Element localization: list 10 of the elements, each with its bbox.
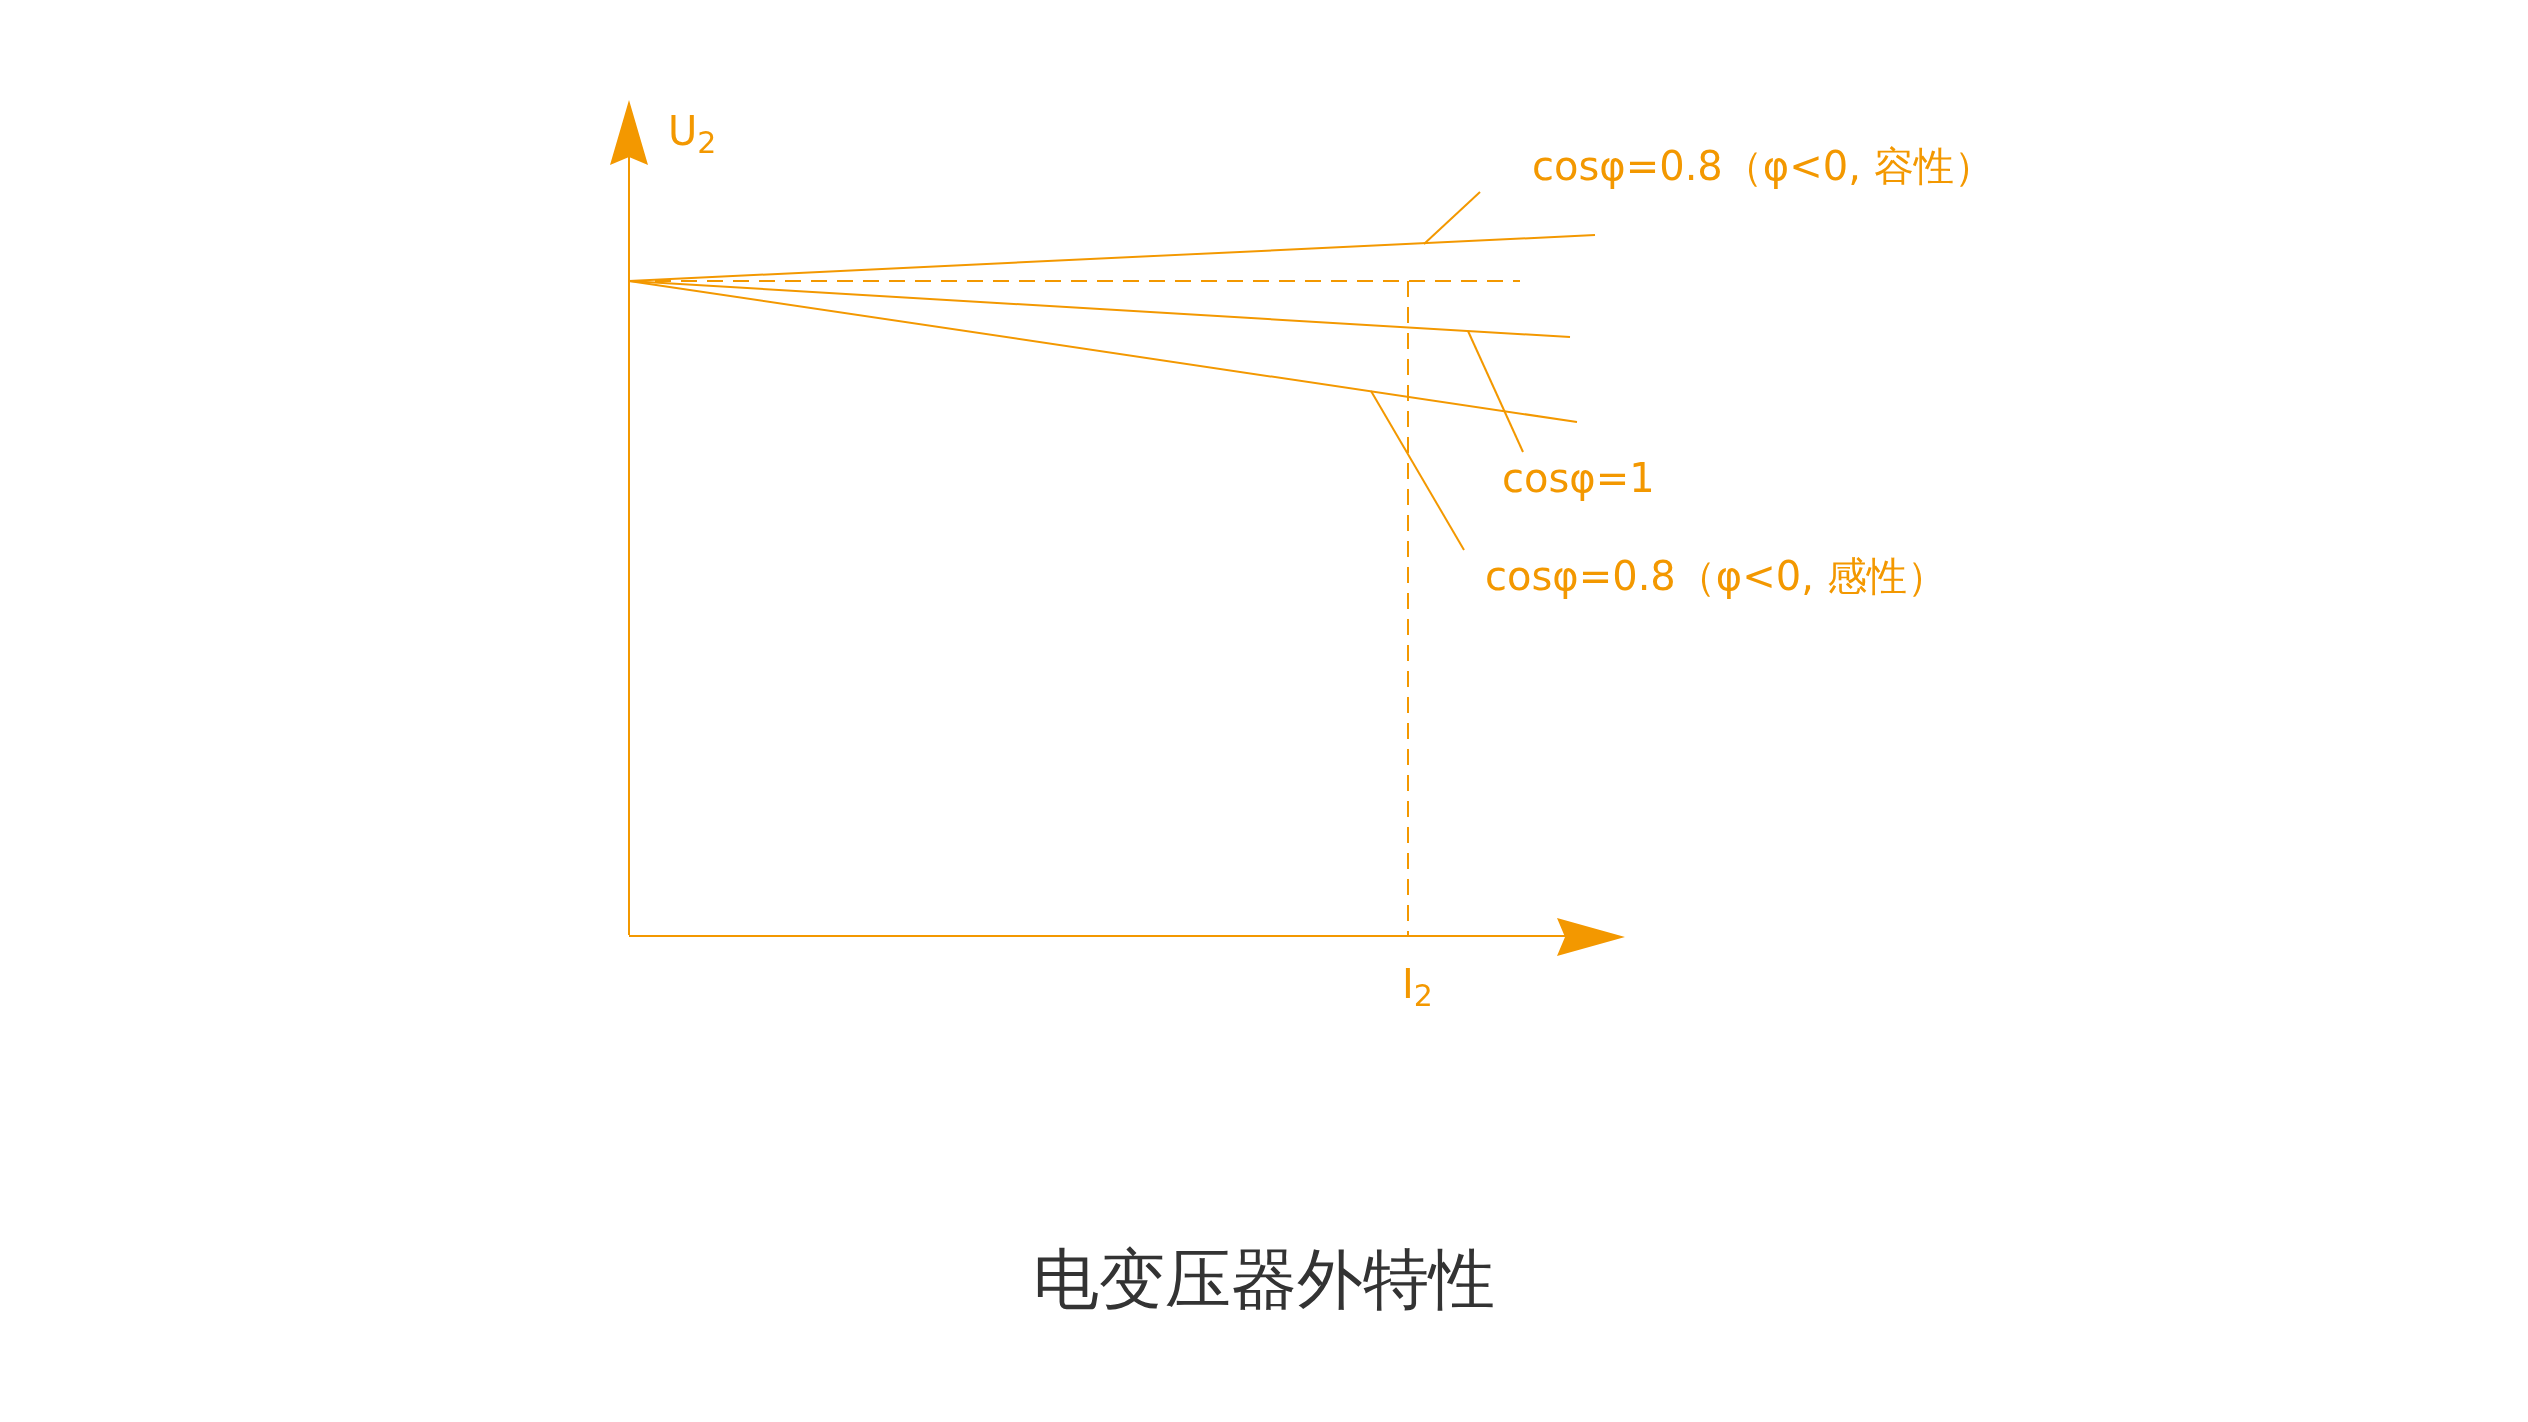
curve-label: cosφ=0.8（φ<0, 容性） [1480,140,1994,192]
axis-label: U$_{2}$ [668,107,717,157]
caption: 电变压器外特性 [1032,1240,1496,1320]
leader-line [1370,390,1465,551]
leader-line [1423,191,1481,245]
curve-label: cosφ=1 [1502,452,1655,504]
characteristic-curve [628,280,1578,423]
curve-label: cosφ=0.8（φ<0, 感性） [1464,550,1947,602]
leader-line [1467,330,1524,453]
axis-label: I$_{2}$ [1402,960,1433,1010]
